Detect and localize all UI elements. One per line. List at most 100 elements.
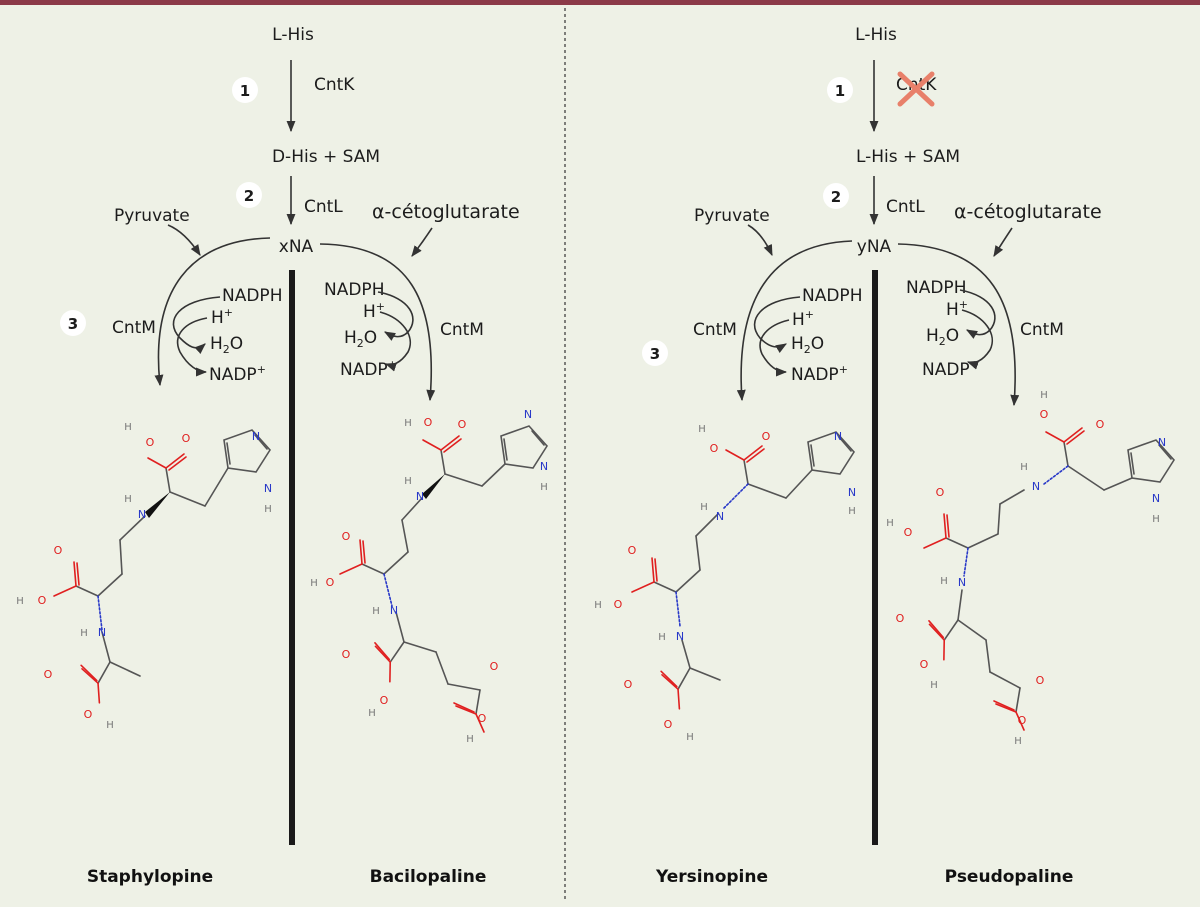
svg-text:1: 1	[835, 82, 845, 100]
svg-text:O: O	[664, 718, 673, 731]
pyruvate-arrow	[747, 224, 773, 257]
svg-text:N: N	[264, 482, 272, 495]
cntm-label: CntM	[1020, 320, 1064, 340]
svg-text:H: H	[658, 632, 666, 643]
svg-text:H: H	[124, 494, 132, 505]
svg-text:H: H	[16, 596, 24, 607]
svg-text:H: H	[930, 680, 938, 691]
title-bacilopaline: Bacilopaline	[370, 867, 487, 887]
nadp-label: NADP+	[791, 363, 848, 385]
svg-text:N: N	[716, 510, 724, 523]
svg-text:H: H	[466, 734, 474, 745]
svg-text:H: H	[1040, 390, 1048, 401]
svg-text:O: O	[84, 708, 93, 721]
cofactor-arrow-h2o	[172, 296, 221, 355]
hplus-label: H+	[792, 308, 814, 330]
molecule-staphylopine: O O H N N H N H O O H N H O O H	[16, 422, 272, 731]
svg-text:O: O	[458, 418, 467, 431]
svg-text:N: N	[1152, 492, 1160, 505]
title-staphylopine: Staphylopine	[87, 867, 213, 887]
enzyme-cntk: CntK	[314, 75, 355, 95]
svg-text:O: O	[490, 660, 499, 673]
akg-arrow	[411, 227, 433, 257]
svg-text:O: O	[1096, 418, 1105, 431]
svg-text:H: H	[940, 576, 948, 587]
title-yersinopine: Yersinopine	[655, 867, 768, 887]
svg-text:H: H	[368, 708, 376, 719]
svg-text:O: O	[44, 668, 53, 681]
molecule-yersinopine: O O H N N H N H O O H N H O O H	[594, 424, 856, 743]
svg-text:N: N	[252, 430, 260, 443]
svg-text:H: H	[594, 600, 602, 611]
cross-icon	[897, 71, 935, 107]
svg-text:2: 2	[244, 187, 254, 205]
svg-text:N: N	[416, 490, 424, 503]
svg-text:H: H	[540, 482, 548, 493]
svg-text:N: N	[138, 508, 146, 521]
svg-text:N: N	[1032, 480, 1040, 493]
svg-text:N: N	[524, 408, 532, 421]
svg-text:N: N	[98, 626, 106, 639]
akg-arrow	[993, 227, 1013, 257]
nadp-label: NADP+	[340, 358, 397, 380]
svg-text:H: H	[264, 504, 272, 515]
svg-text:O: O	[896, 612, 905, 625]
svg-text:H: H	[886, 518, 894, 529]
svg-text:H: H	[698, 424, 706, 435]
step-badge-1: 1	[827, 77, 853, 103]
svg-text:2: 2	[831, 188, 841, 206]
svg-text:H: H	[1152, 514, 1160, 525]
svg-text:N: N	[390, 604, 398, 617]
step-badge-2: 2	[823, 183, 849, 209]
molecule-pseudopaline: O O H N N H N H O O H N H O O H O O H	[886, 390, 1175, 747]
enzyme-cntl: CntL	[886, 197, 925, 217]
pathway-right: L-His 1 CntK L-His + SAM 2 CntL yNA Pyru…	[642, 25, 1102, 407]
nadph-label: NADPH	[906, 278, 966, 298]
svg-text:O: O	[614, 598, 623, 611]
svg-text:1: 1	[240, 82, 250, 100]
svg-text:N: N	[958, 576, 966, 589]
svg-text:O: O	[904, 526, 913, 539]
hplus-label: H+	[211, 306, 233, 328]
svg-text:O: O	[342, 648, 351, 661]
svg-text:O: O	[326, 576, 335, 589]
svg-text:N: N	[1158, 436, 1166, 449]
svg-text:H: H	[310, 578, 318, 589]
cofactor-arrow-nadp	[759, 319, 790, 377]
svg-text:3: 3	[68, 315, 78, 333]
svg-text:H: H	[80, 628, 88, 639]
curve-to-bacilopaline	[319, 243, 436, 402]
svg-text:N: N	[676, 630, 684, 643]
step-badge-3: 3	[642, 340, 668, 366]
svg-text:O: O	[624, 678, 633, 691]
start-label: L-His	[272, 25, 314, 45]
svg-text:O: O	[38, 594, 47, 607]
pathway-left: L-His 1 CntK D-His + SAM 2 CntL xNA Pyru…	[60, 25, 520, 402]
enzyme-cntl: CntL	[304, 197, 343, 217]
step-badge-1: 1	[232, 77, 258, 103]
step-badge-3: 3	[60, 310, 86, 336]
akg-label: α-cétoglutarate	[372, 201, 520, 223]
product-xna: xNA	[279, 237, 314, 257]
svg-text:H: H	[848, 506, 856, 517]
svg-text:O: O	[762, 430, 771, 443]
svg-text:H: H	[700, 502, 708, 513]
step-badge-2: 2	[236, 182, 262, 208]
curve-to-staphylopine	[154, 237, 271, 387]
svg-text:O: O	[182, 432, 191, 445]
svg-text:H: H	[1020, 462, 1028, 473]
hplus-label: H+	[946, 298, 968, 320]
nadph-label: NADPH	[222, 286, 282, 306]
svg-text:O: O	[920, 658, 929, 671]
svg-text:O: O	[1040, 408, 1049, 421]
svg-text:O: O	[1018, 714, 1027, 727]
cntm-label: CntM	[112, 318, 156, 338]
nadph-label: NADPH	[324, 280, 384, 300]
nadp-label: NADP+	[922, 358, 979, 380]
title-pseudopaline: Pseudopaline	[945, 867, 1074, 887]
svg-text:O: O	[424, 416, 433, 429]
top-band	[0, 0, 1200, 5]
svg-text:H: H	[372, 606, 380, 617]
product-yna: yNA	[857, 237, 892, 257]
